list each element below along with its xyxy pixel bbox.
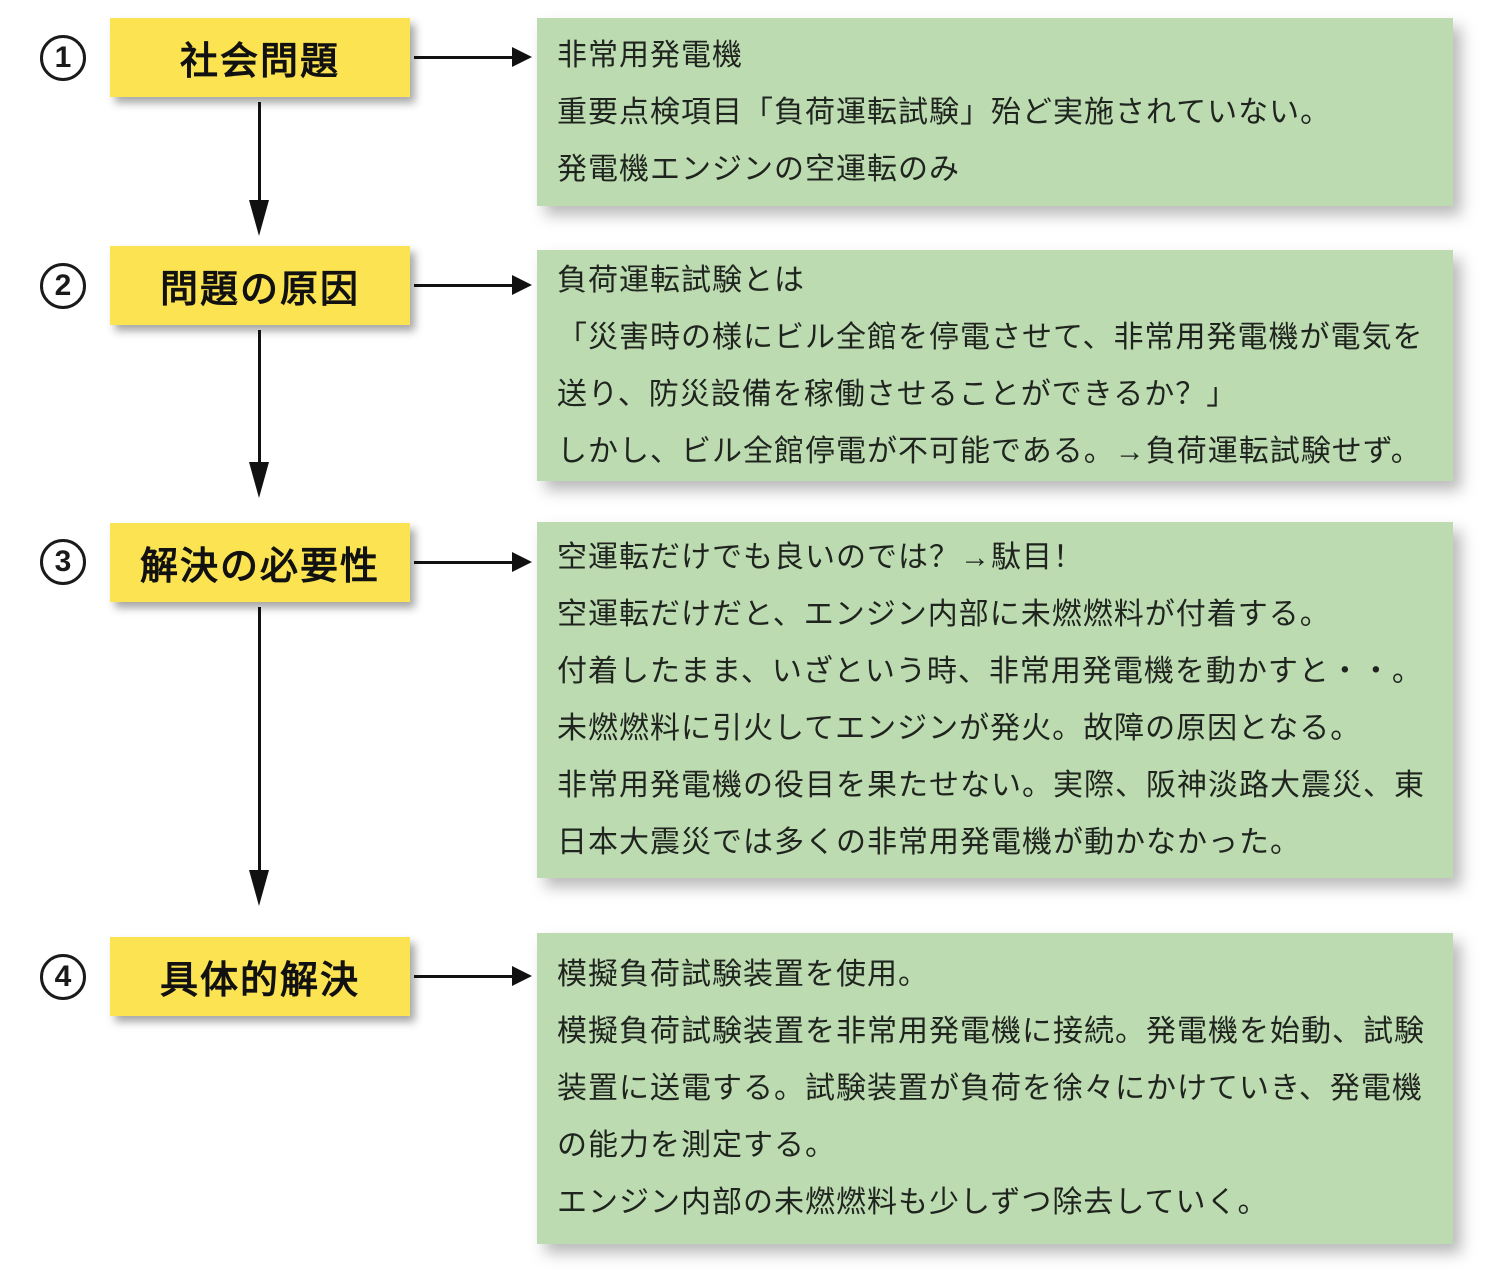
arrow-right-shaft-1 <box>414 56 514 59</box>
body-line: 装置に送電する。試験装置が負荷を徐々にかけていき、発電機 <box>557 1072 1423 1105</box>
step-number-badge-4: 4 <box>40 954 86 1000</box>
step-number-3: 3 <box>54 545 72 578</box>
body-line: 付着したまま、いざという時、非常用発電機を動かすと・・。 <box>557 655 1423 688</box>
arrow-down-shaft-3 <box>258 607 261 870</box>
body-line: 模擬負荷試験装置を非常用発電機に接続。発電機を始動、試験 <box>557 1015 1425 1048</box>
body-line: エンジン内部の未燃燃料も少しずつ除去していく。 <box>557 1186 1269 1219</box>
arrow-right-icon-2 <box>512 275 532 295</box>
body-line: 空運転だけでも良いのでは？→駄目！ <box>557 541 1084 574</box>
arrow-down-icon-2 <box>249 462 269 498</box>
step-box-concrete-solution: 具体的解決 <box>110 937 410 1016</box>
body-line: 重要点検項目「負荷運転試験」殆ど実施されていない。 <box>557 95 1332 129</box>
detail-box-2: 負荷運転試験とは 「災害時の様にビル全館を停電させて、非常用発電機が電気を 送り… <box>537 250 1453 481</box>
body-line: 未燃燃料に引火してエンジンが発火。故障の原因となる。 <box>557 712 1362 745</box>
arrow-right-icon-1 <box>512 47 532 67</box>
arrow-down-shaft-1 <box>258 102 261 200</box>
step-box-need-for-solution: 解決の必要性 <box>110 523 410 602</box>
body-line: 「災害時の様にビル全館を停電させて、非常用発電機が電気を <box>557 320 1424 354</box>
arrow-right-icon-3 <box>512 552 532 572</box>
step-label-2: 問題の原因 <box>159 269 360 311</box>
arrow-down-icon-1 <box>249 200 269 236</box>
step-number-1: 1 <box>54 41 72 74</box>
body-line: 日本大震災では多くの非常用発電機が動かなかった。 <box>557 826 1301 859</box>
step-number-2: 2 <box>54 269 72 302</box>
detail-box-4: 模擬負荷試験装置を使用。 模擬負荷試験装置を非常用発電機に接続。発電機を始動、試… <box>537 933 1453 1244</box>
arrow-down-icon-3 <box>249 870 269 906</box>
body-line: 空運転だけだと、エンジン内部に未燃燃料が付着する。 <box>557 598 1331 631</box>
step-label-3: 解決の必要性 <box>139 546 380 588</box>
body-line: 非常用発電機の役目を果たせない。実際、阪神淡路大震災、東 <box>557 769 1425 802</box>
arrow-right-shaft-2 <box>414 284 514 287</box>
step-box-problem-cause: 問題の原因 <box>110 246 410 325</box>
step-number-badge-3: 3 <box>40 539 86 585</box>
step-number-badge-1: 1 <box>40 35 86 81</box>
arrow-down-shaft-2 <box>258 330 261 462</box>
step-number-badge-2: 2 <box>40 263 86 309</box>
step-label-1: 社会問題 <box>179 41 340 83</box>
body-line: 送り、防災設備を稼働させることができるか？」 <box>557 377 1238 411</box>
step-number-4: 4 <box>54 960 72 993</box>
arrow-right-shaft-3 <box>414 561 514 564</box>
step-label-4: 具体的解決 <box>159 960 360 1002</box>
step-box-social-problem: 社会問題 <box>110 18 410 97</box>
body-line: 模擬負荷試験装置を使用。 <box>557 958 929 991</box>
arrow-right-icon-4 <box>512 966 532 986</box>
arrow-right-shaft-4 <box>414 975 514 978</box>
detail-box-1: 非常用発電機 重要点検項目「負荷運転試験」殆ど実施されていない。 発電機エンジン… <box>537 18 1453 206</box>
body-line: の能力を測定する。 <box>557 1129 836 1162</box>
body-line: しかし、ビル全館停電が不可能である。→負荷運転試験せず。 <box>557 434 1422 468</box>
detail-box-3: 空運転だけでも良いのでは？→駄目！ 空運転だけだと、エンジン内部に未燃燃料が付着… <box>537 522 1453 878</box>
body-line: 負荷運転試験とは <box>557 263 805 297</box>
body-line: 非常用発電機 <box>557 38 743 72</box>
body-line: 発電機エンジンの空運転のみ <box>557 152 960 186</box>
